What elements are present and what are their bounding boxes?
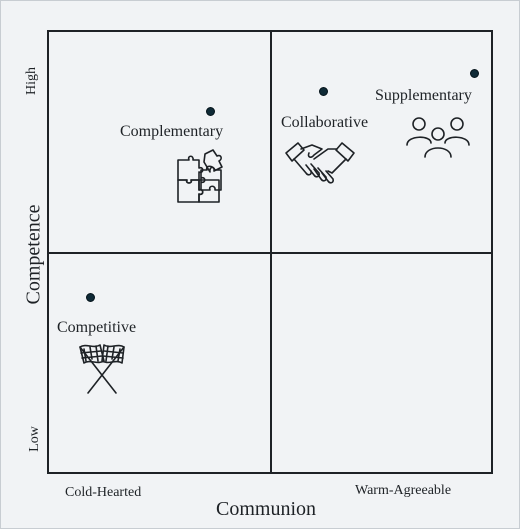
y-axis-low-label: Low: [26, 426, 42, 452]
supplementary-label: Supplementary: [375, 87, 472, 104]
handshake-icon: [285, 142, 355, 184]
checkered-flags-icon: [79, 344, 125, 394]
competitive-label: Competitive: [57, 319, 137, 336]
puzzle-icon: [177, 149, 223, 203]
complementary-label: Complementary: [120, 123, 224, 140]
x-axis-high-label: Warm-Agreeable: [355, 483, 452, 498]
y-axis-high-label: High: [24, 67, 39, 95]
collaborative-label: Collaborative: [281, 114, 369, 131]
horizontal-divider: [49, 252, 491, 254]
quadrant-matrix: Complementary Collaborative Supplementar…: [47, 30, 493, 474]
y-axis-title: Competence: [22, 204, 45, 305]
collaborative-dot: [319, 87, 328, 96]
people-group-icon: [406, 117, 470, 158]
competitive-dot: [86, 293, 95, 302]
x-axis-title: Communion: [216, 498, 317, 520]
x-axis-low-label: Cold-Hearted: [65, 485, 142, 500]
supplementary-dot: [470, 69, 479, 78]
complementary-dot: [206, 107, 215, 116]
